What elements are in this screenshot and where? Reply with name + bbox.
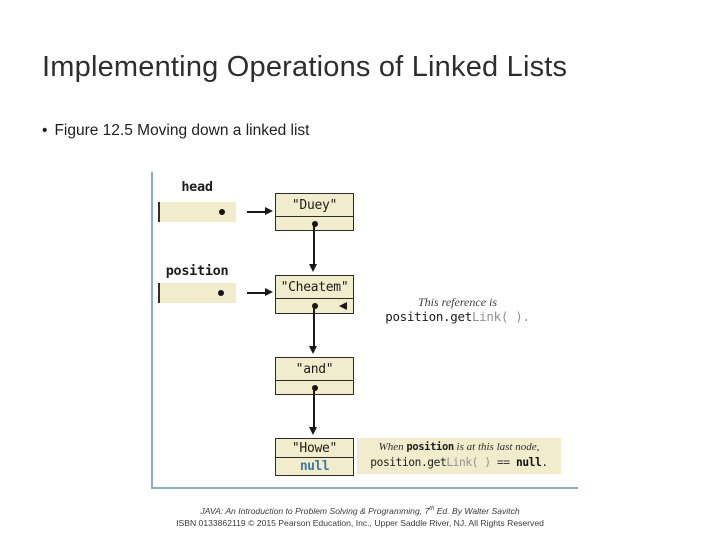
arrow-down-icon [309,427,317,435]
footer-line-1: JAVA: An Introduction to Problem Solving… [200,505,520,516]
node-howe: "Howe" null [275,438,354,476]
footer-line-2: ISBN 0133862119 © 2015 Pearson Education… [176,518,544,529]
annotation-last-node-code: position.getLink( ) == null. [370,456,548,469]
node-howe-data: "Howe" [276,439,353,458]
node-and-data: "and" [276,358,353,381]
annotation-reference: This reference is position.getLink( ). [375,295,540,324]
arrow-down-icon [309,346,317,354]
annotation-reference-caption: This reference is [417,295,498,309]
position-variable-box [158,283,236,303]
node-duey-data: "Duey" [276,194,353,217]
link-dot [311,220,318,227]
bullet-marker: • [42,122,48,139]
bullet-item: • Figure 12.5 Moving down a linked list [42,122,309,140]
annotation-reference-code: position.getLink( ). [385,309,530,324]
head-variable-box [158,202,236,222]
node-duey-link [276,217,353,230]
head-arrow-line [247,211,266,213]
arrow-right-icon [265,207,273,215]
null-value: null [299,459,330,474]
annotation-last-node: When position is at this last node, posi… [357,438,561,474]
arrow-right-icon [265,288,273,296]
arrow-left-icon [339,302,347,310]
link-dot [218,290,224,296]
head-label: head [181,179,213,195]
page-title: Implementing Operations of Linked Lists [42,51,568,83]
arrow-line-cheatem-and [313,306,315,347]
node-cheatem-data: "Cheatem" [276,276,353,299]
link-dot [219,209,225,215]
position-label: position [165,263,229,279]
position-arrow-line [247,292,266,294]
arrow-line-duey-cheatem [313,225,315,265]
node-duey: "Duey" [275,193,354,231]
arrow-down-icon [309,264,317,272]
bullet-text: Figure 12.5 Moving down a linked list [54,122,310,139]
annotation-last-node-caption: When position is at this last node, [378,441,540,453]
node-howe-link: null [276,458,353,475]
footer-citation: JAVA: An Introduction to Problem Solving… [0,503,720,530]
figure-frame-bottom-line [151,487,578,489]
arrow-line-and-howe [313,386,315,428]
figure-frame-left-line [151,172,153,489]
